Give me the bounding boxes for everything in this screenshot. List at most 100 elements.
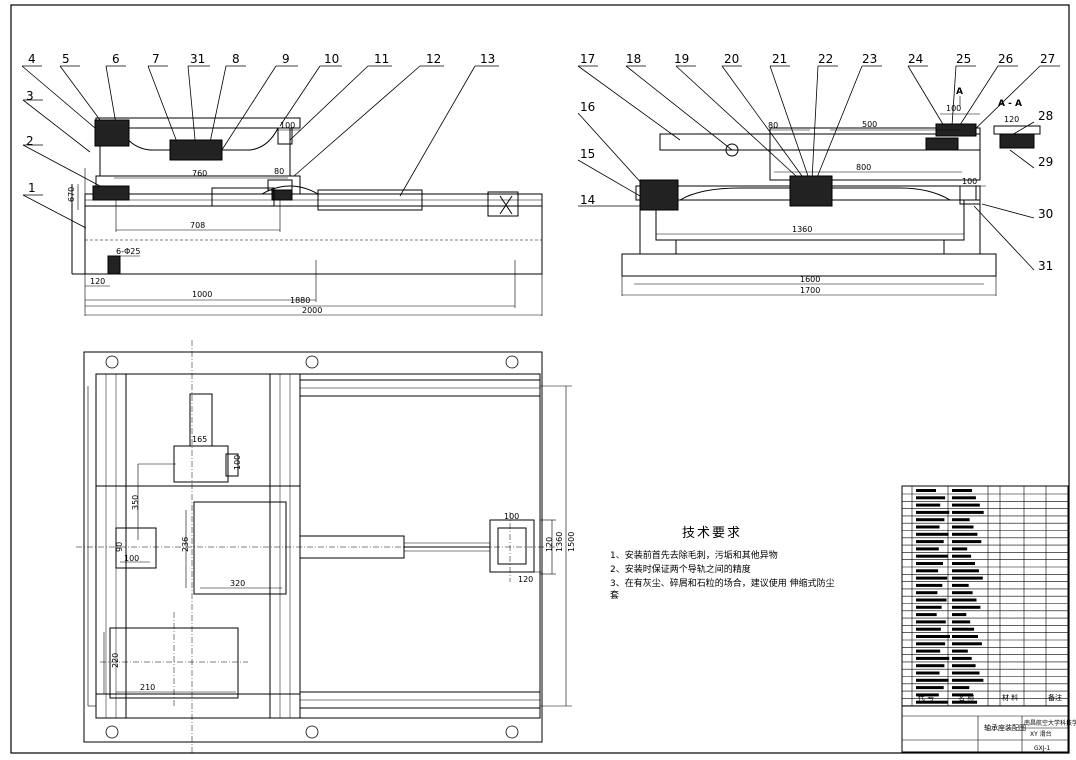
bom-cell-mark <box>952 700 978 704</box>
dim-210: 210 <box>140 683 155 692</box>
plan-dimensions: 165 100 350 90 100 236 320 100 120 1360 … <box>111 435 576 692</box>
bom-cell-mark <box>916 532 949 536</box>
bom-cell-mark <box>916 642 946 646</box>
bom-cell-mark <box>952 627 975 631</box>
dim-500: 500 <box>862 120 877 129</box>
dim-760: 760 <box>192 169 207 178</box>
technical-requirements: 技术要求 1、安装前首先去除毛刺，污垢和其他异物 2、安装时保证两个导轨之间的精… <box>610 527 840 604</box>
dim-80: 80 <box>768 121 778 130</box>
bom-cell-mark <box>952 554 972 558</box>
bom-cell-mark <box>916 547 939 551</box>
bom-cell-mark <box>916 671 940 675</box>
balloon: 25 <box>956 52 971 66</box>
bom-cell-mark <box>952 532 978 536</box>
bom-cell-mark <box>952 678 984 682</box>
dim-100: 100 <box>962 177 977 186</box>
bom-cell-mark <box>916 700 948 704</box>
bom-cell-mark <box>952 671 980 675</box>
bom-cell-mark <box>952 693 974 697</box>
bom-cell-mark <box>952 518 970 522</box>
dim-holes: 6-Φ25 <box>116 247 140 256</box>
balloon: 8 <box>232 52 240 66</box>
dim-1880: 1880 <box>290 296 310 305</box>
bom-cell-mark <box>916 489 936 492</box>
balloon: 24 <box>908 52 923 66</box>
balloon: 16 <box>580 100 595 114</box>
dim-165: 165 <box>192 435 207 444</box>
dim-2000: 2000 <box>302 306 322 315</box>
bom-cell-mark <box>916 627 941 631</box>
drawing-name: 轴承座装配图 <box>984 723 1026 732</box>
section-label: A - A <box>998 99 1022 109</box>
balloon: 28 <box>1038 109 1053 123</box>
bom-cell-mark <box>916 554 948 558</box>
balloon: 27 <box>1040 52 1055 66</box>
dim-1360: 1360 <box>792 225 812 234</box>
bom-cell-mark <box>952 642 982 646</box>
bom-cell-mark <box>916 540 944 544</box>
balloon: 7 <box>152 52 160 66</box>
bom-cell-mark <box>916 576 948 580</box>
bom-cell-mark <box>952 605 981 609</box>
bom-cell-mark <box>952 620 971 624</box>
bom-cell-mark <box>916 525 940 529</box>
balloon: 5 <box>62 52 70 66</box>
bom-cell-mark <box>952 598 977 602</box>
bom-cell-mark <box>952 540 982 544</box>
dim-1600: 1600 <box>800 275 820 284</box>
dim-350: 350 <box>131 495 140 510</box>
bom-cell-mark <box>952 510 984 514</box>
balloon: 9 <box>282 52 290 66</box>
bom-cell-mark <box>916 605 942 609</box>
bom-header-material: 材 料 <box>1002 693 1018 702</box>
balloon: 10 <box>324 52 339 66</box>
side-balloons: 17 18 19 20 21 22 23 24 25 26 27 16 15 1… <box>580 52 1055 273</box>
dim-80: 80 <box>274 167 284 176</box>
balloon: 15 <box>580 147 595 161</box>
balloon: 12 <box>426 52 441 66</box>
balloon: 31 <box>1038 259 1053 273</box>
bom-cell-mark <box>952 613 967 617</box>
dim-100: 100 <box>946 104 961 113</box>
bom-cell-mark <box>952 503 980 507</box>
bom-cell-mark <box>916 649 941 653</box>
dim-708: 708 <box>190 221 205 230</box>
bom-header-name: 名 称 <box>958 693 974 702</box>
bom-cell-mark <box>916 693 939 697</box>
bom-cell-mark <box>916 613 937 617</box>
balloon: 14 <box>580 193 595 207</box>
balloon: 2 <box>26 134 34 148</box>
bom-cell-mark <box>916 569 939 573</box>
balloon: 6 <box>112 52 120 66</box>
bom-table <box>901 485 1069 753</box>
dim-100: 100 <box>280 121 295 130</box>
balloon: 29 <box>1038 155 1053 169</box>
balloon: 17 <box>580 52 595 66</box>
dim-1360: 1360 <box>555 532 564 552</box>
balloon: 31 <box>190 52 205 66</box>
bom-cell-mark <box>916 635 950 638</box>
balloon: 13 <box>480 52 495 66</box>
bom-cell-mark <box>952 591 973 595</box>
balloon: 18 <box>626 52 641 66</box>
bom-cell-mark <box>952 496 976 500</box>
bom-cell-mark <box>952 569 979 573</box>
balloon: 22 <box>818 52 833 66</box>
balloon: 20 <box>724 52 739 66</box>
front-balloons: 4 3 2 1 5 6 7 31 8 9 10 11 12 13 <box>26 52 495 195</box>
front-leaders <box>21 65 499 229</box>
bom-cell-mark <box>952 649 968 653</box>
bom-cell-mark <box>916 510 950 514</box>
tech-item: 3、在有灰尘、碎屑和石粒的场合，建议使用 伸缩式防尘套 <box>610 579 835 601</box>
side-dimensions: 80 100 500 800 100 1360 1600 1700 A - A … <box>768 87 1022 295</box>
dim-1000: 1000 <box>192 290 212 299</box>
bom-header-code: 代 号 <box>918 693 934 702</box>
dim-120: 120 <box>90 277 105 286</box>
dim-1700: 1700 <box>800 286 820 295</box>
bom-cell-mark <box>952 635 978 638</box>
bom-header-note: 备注 <box>1048 693 1062 702</box>
dim-120: 120 <box>518 575 533 584</box>
balloon: 11 <box>374 52 389 66</box>
balloon: 3 <box>26 89 34 103</box>
